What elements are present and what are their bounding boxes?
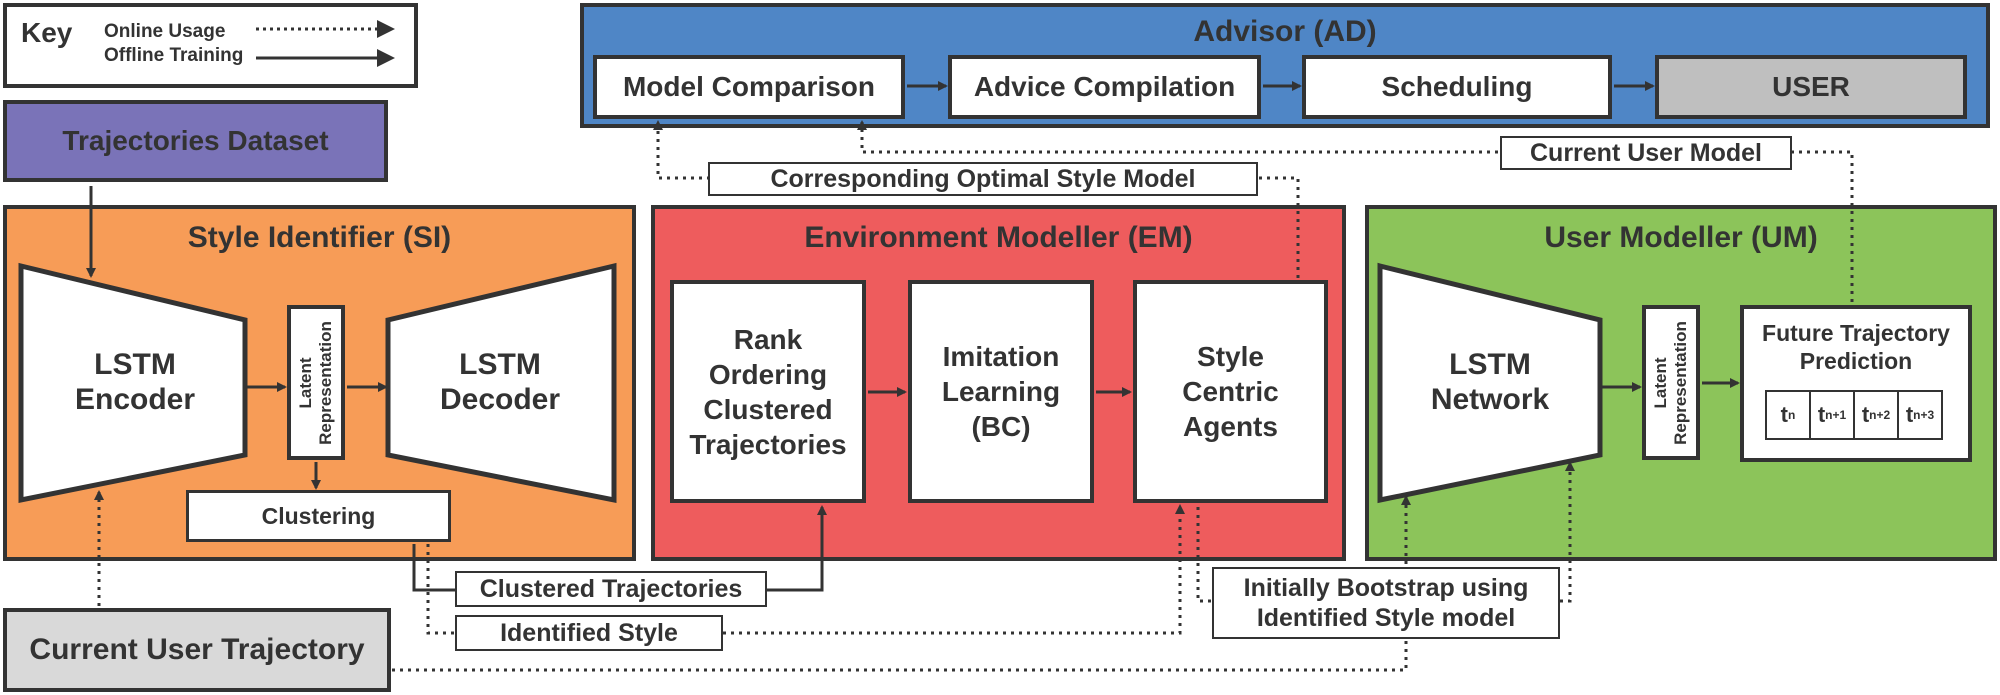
current-user-trajectory-label: Current User Trajectory (29, 633, 365, 666)
user-box: USER (1655, 55, 1967, 119)
key-legend: Key Online Usage Offline Training (3, 3, 418, 88)
corresponding-optimal-style-label: Corresponding Optimal Style Model (708, 162, 1258, 196)
user-modeller-title: User Modeller (UM) (1544, 221, 1818, 254)
current-user-model-label: Current User Model (1500, 136, 1792, 170)
imitation-learning-box: Imitation Learning (BC) (908, 280, 1094, 503)
lstm-encoder-label: LSTM Encoder (74, 348, 196, 416)
clustering-label: Clustering (261, 502, 376, 529)
current-user-trajectory-box: Current User Trajectory (3, 608, 391, 692)
trajectories-dataset-box: Trajectories Dataset (3, 100, 388, 182)
key-title: Key (21, 17, 73, 48)
user-label: USER (1772, 71, 1850, 102)
lstm-network-label: LSTM Network (1430, 348, 1550, 416)
key-online-label: Online Usage (104, 21, 226, 42)
clustered-trajectories-label: Clustered Trajectories (455, 571, 767, 607)
bootstrap-label: Initially Bootstrap using Identified Sty… (1212, 567, 1560, 639)
advice-compilation-box: Advice Compilation (948, 55, 1261, 119)
model-comparison-box: Model Comparison (593, 55, 905, 119)
rank-ordering-label: Rank Ordering Clustered Trajectories (689, 323, 847, 460)
lstm-decoder-label: LSTM Decoder (439, 348, 561, 416)
imitation-learning-label: Imitation Learning (BC) (941, 341, 1061, 442)
rank-ordering-box: Rank Ordering Clustered Trajectories (670, 280, 866, 503)
key-offline-label: Offline Training (104, 45, 244, 66)
style-identifier-title: Style Identifier (SI) (187, 221, 452, 254)
scheduling-box: Scheduling (1302, 55, 1612, 119)
clustering-box: Clustering (186, 490, 451, 542)
advice-compilation-label: Advice Compilation (973, 71, 1236, 102)
scheduling-label: Scheduling (1381, 71, 1533, 102)
environment-modeller-title: Environment Modeller (EM) (804, 221, 1193, 254)
identified-style-label: Identified Style (455, 615, 723, 651)
future-trajectory-label: Future Trajectory Prediction (1762, 320, 1950, 375)
trajectories-dataset-label: Trajectories Dataset (62, 125, 329, 156)
si-latent-representation: Latent Representation (287, 305, 345, 460)
style-centric-agents-box: Style Centric Agents (1133, 280, 1328, 503)
advisor-title: Advisor (AD) (1193, 15, 1377, 48)
style-centric-agents-label: Style Centric Agents (1182, 341, 1279, 442)
model-comparison-label: Model Comparison (622, 71, 875, 102)
um-latent-representation: Latent Representation (1642, 305, 1700, 460)
